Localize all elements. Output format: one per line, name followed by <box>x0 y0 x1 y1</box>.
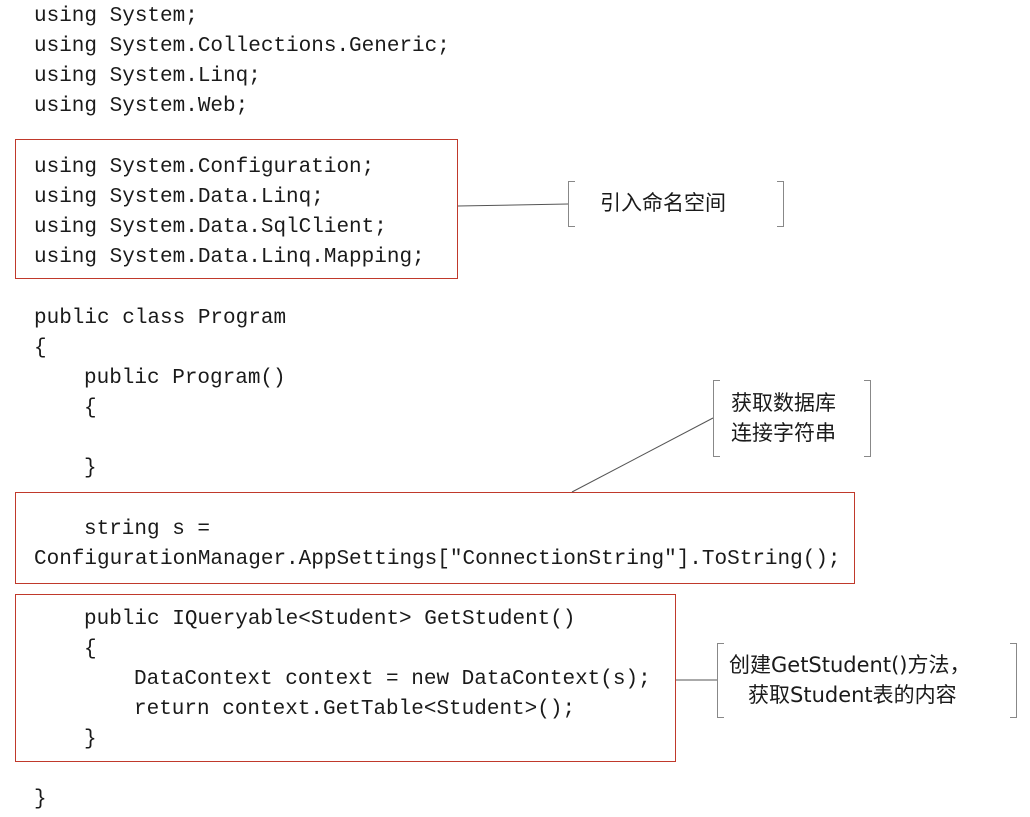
code-line-config-manager: ConfigurationManager.AppSettings["Connec… <box>34 548 841 571</box>
method-callout-line1: 创建GetStudent()方法， <box>729 653 971 677</box>
connection-callout-bracket-left <box>713 380 720 457</box>
connection-leader-line <box>571 417 714 493</box>
code-line-using-linq: using System.Linq; <box>34 65 261 88</box>
namespace-highlight-box <box>15 139 458 279</box>
code-line-using-configuration: using System.Configuration; <box>34 156 375 179</box>
method-callout-bracket-left <box>717 643 724 718</box>
code-line-class-open-brace: { <box>34 337 47 360</box>
code-line-using-linq-mapping: using System.Data.Linq.Mapping; <box>34 246 425 269</box>
method-callout-line2: 获取Student表的内容 <box>748 683 957 707</box>
code-line-ctor-close-brace: } <box>84 457 97 480</box>
code-line-method-open-brace: { <box>84 638 97 661</box>
connection-callout-line1: 获取数据库 <box>731 391 836 415</box>
code-line-using-collections: using System.Collections.Generic; <box>34 35 450 58</box>
code-line-datacontext: DataContext context = new DataContext(s)… <box>134 668 651 691</box>
connection-callout-bracket-right <box>864 380 871 457</box>
code-line-class-close-brace: } <box>34 788 47 811</box>
code-line-getstudent-decl: public IQueryable<Student> GetStudent() <box>84 608 576 631</box>
connection-callout-line2: 连接字符串 <box>731 421 836 445</box>
method-callout-bracket-right <box>1010 643 1017 718</box>
method-highlight-box <box>15 594 676 762</box>
code-line-constructor: public Program() <box>84 367 286 390</box>
code-line-using-system: using System; <box>34 5 198 28</box>
code-line-return: return context.GetTable<Student>(); <box>134 698 576 721</box>
namespace-callout-bracket-left <box>568 181 575 227</box>
code-line-string-s: string s = <box>84 518 211 541</box>
code-line-class-decl: public class Program <box>34 307 287 330</box>
namespace-callout-bracket-right <box>777 181 784 227</box>
code-line-method-close-brace: } <box>84 728 97 751</box>
namespace-leader-line <box>457 203 569 207</box>
connection-string-highlight-box <box>15 492 855 584</box>
code-line-ctor-open-brace: { <box>84 397 97 420</box>
code-line-using-web: using System.Web; <box>34 95 249 118</box>
code-line-using-data-linq: using System.Data.Linq; <box>34 186 324 209</box>
code-line-using-sqlclient: using System.Data.SqlClient; <box>34 216 387 239</box>
namespace-callout-text: 引入命名空间 <box>600 191 726 215</box>
